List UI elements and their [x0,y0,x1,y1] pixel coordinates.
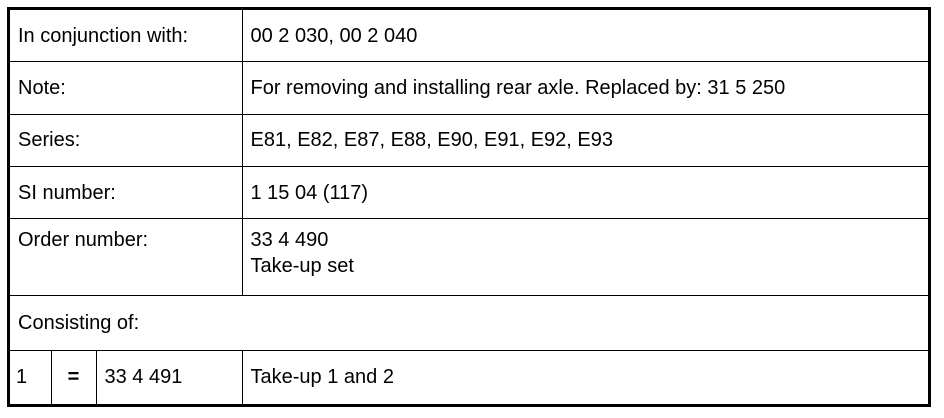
value-note: For removing and installing rear axle. R… [241,61,928,115]
item-index: 1 [10,349,52,404]
order-description: Take-up set [250,255,354,278]
label-si-number: SI number: [10,165,243,220]
item-part-number: 33 4 491 [95,349,243,404]
item-description: Take-up 1 and 2 [241,349,928,404]
label-in-conjunction: In conjunction with: [10,10,243,63]
row-in-conjunction: In conjunction with: 00 2 030, 00 2 040 [10,10,928,63]
row-note: Note: For removing and installing rear a… [10,61,928,115]
label-note: Note: [10,61,243,115]
order-number: 33 4 490 [250,229,329,252]
tool-info-table: In conjunction with: 00 2 030, 00 2 040 … [10,10,928,404]
value-si-number: 1 15 04 (117) [241,165,928,220]
item-equals: = [50,349,97,404]
label-consisting-of: Consisting of: [10,295,928,351]
row-order-number: Order number: 33 4 490 Take-up set [10,218,928,297]
label-series: Series: [10,113,243,167]
row-consisting-of: Consisting of: [10,295,928,351]
value-in-conjunction: 00 2 030, 00 2 040 [241,10,928,63]
tool-info-sheet: In conjunction with: 00 2 030, 00 2 040 … [7,7,931,407]
table-row: 1 = 33 4 491 Take-up 1 and 2 [10,349,928,404]
label-order-number: Order number: [10,218,243,297]
row-series: Series: E81, E82, E87, E88, E90, E91, E9… [10,113,928,167]
value-series: E81, E82, E87, E88, E90, E91, E92, E93 [241,113,928,167]
row-si-number: SI number: 1 15 04 (117) [10,165,928,220]
value-order-number: 33 4 490 Take-up set [241,218,928,297]
